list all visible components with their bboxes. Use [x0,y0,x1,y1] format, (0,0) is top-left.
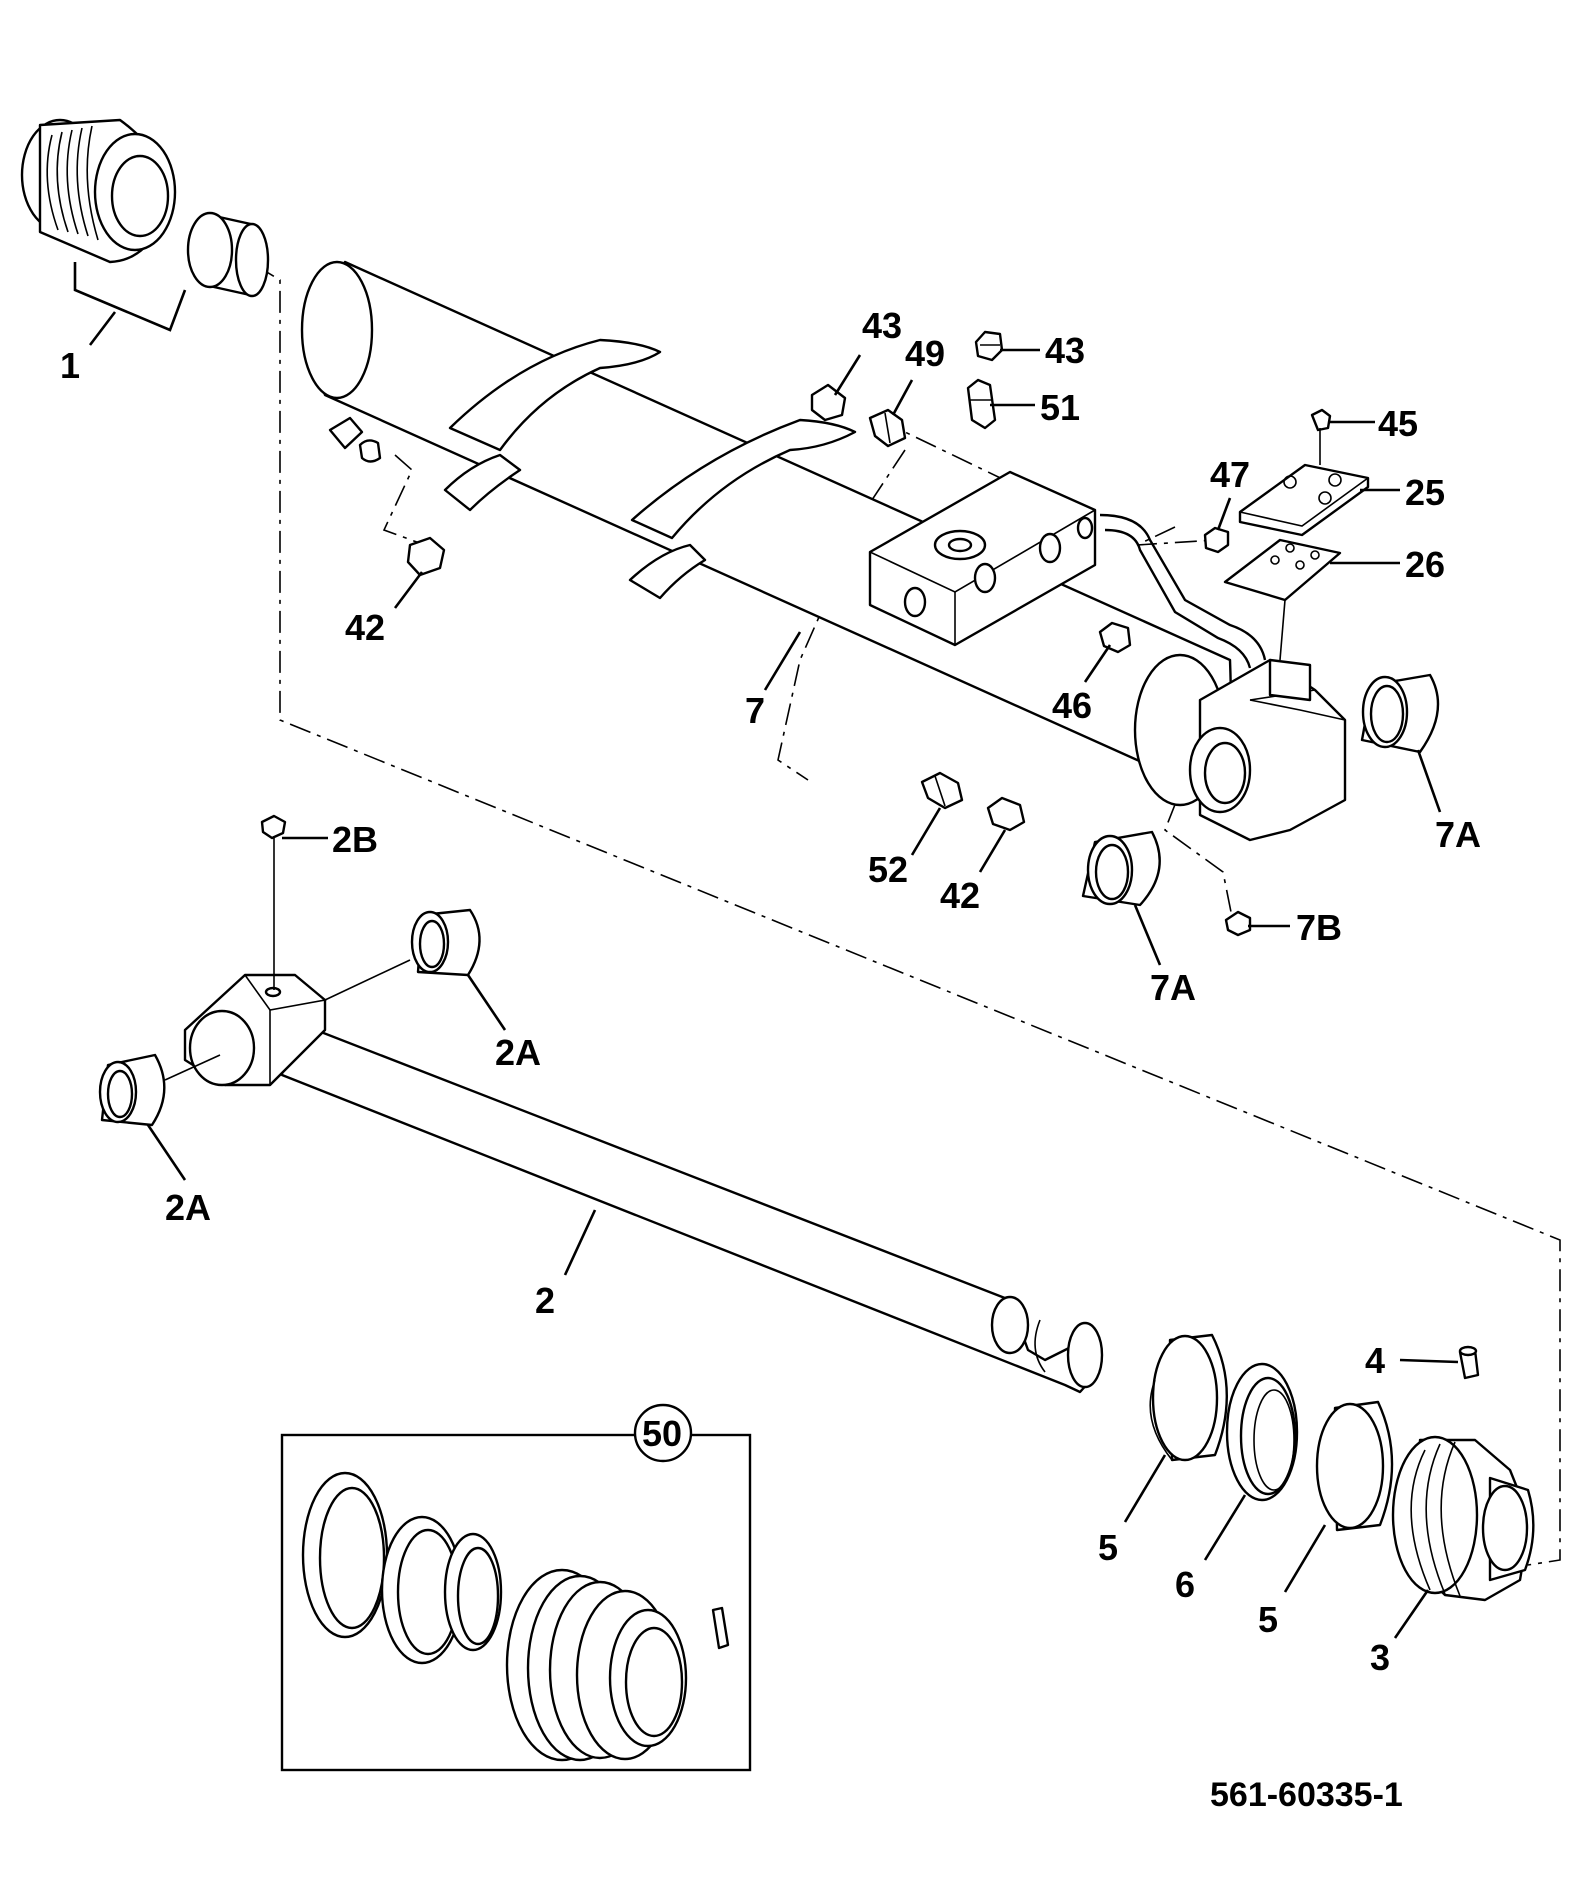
part-5-wear-ring-left [1149,1333,1228,1462]
callout-2-leader [563,1209,597,1276]
callout-2A-lower: 2A [165,1187,211,1228]
part-26-guide-line [1279,599,1286,661]
callout-51: 51 [1040,387,1080,428]
callout-47: 47 [1210,454,1250,495]
callout-6: 6 [1175,1564,1195,1605]
callout-45: 45 [1378,403,1418,444]
part-25-cover-plate [1238,463,1370,537]
part-43-plug-right [974,330,1004,362]
part-7A-bushing-lower [1081,830,1161,907]
part-5-wear-ring-right [1315,1400,1394,1532]
part-6-piston-seal [1225,1362,1299,1502]
callout-4-leader [1399,1358,1459,1364]
callout-52-leader [910,807,942,856]
callout-25: 25 [1405,472,1445,513]
document-number: 561-60335-1 [1210,1776,1403,1814]
callout-46-leader [1083,644,1112,683]
part-45-screw [1310,408,1332,465]
part-52-fitting [920,771,964,810]
callout-46: 46 [1052,685,1092,726]
callout-2A-lower-leader [146,1124,187,1181]
part-2A-upper-guide [324,959,411,1001]
part-51-fitting [966,378,997,430]
callout-49-leader [891,379,914,416]
callout-43-left-leader [833,354,862,396]
part-2B-grease-fitting [260,814,287,990]
kit-50-box: 50 [280,1403,752,1772]
callout-43-left: 43 [862,305,902,346]
part-47-plug [1203,526,1230,554]
callout-3-leader [1393,1589,1430,1639]
part-1-gland-assembly [20,118,270,298]
part-2-piston-rod [183,973,1104,1394]
callout-49: 49 [905,333,945,374]
callout-2B: 2B [332,819,378,860]
callout-52: 52 [868,849,908,890]
part-7B-plug [1224,910,1252,937]
part-26-gasket [1223,538,1342,602]
callout-2A-upper: 2A [495,1032,541,1073]
kit-50-label: 50 [642,1413,682,1454]
callout-47-leader [1216,497,1232,531]
callout-42-left: 42 [345,607,385,648]
callout-4: 4 [1365,1340,1385,1381]
callout-43-right: 43 [1045,330,1085,371]
part-3-piston [1391,1435,1535,1602]
callout-7A-lower-leader [1133,904,1162,966]
part-2A-bushing-upper [410,908,481,977]
callout-7-leader [763,631,802,691]
callout-7B: 7B [1296,907,1342,948]
callout-5-right: 5 [1258,1599,1278,1640]
part-43-plug-left [810,383,847,422]
part-46-plug [1098,621,1132,654]
callout-3: 3 [1370,1637,1390,1678]
part-42-plug-left [328,416,446,577]
callout-42-lower: 42 [940,875,980,916]
part-4-pin [1458,1345,1480,1380]
callout-7A-right: 7A [1435,814,1481,855]
callout-7A-right-leader [1416,749,1442,813]
callout-2A-upper-leader [466,974,507,1031]
callout-5-left-leader [1123,1454,1167,1523]
callout-1-bracket [73,262,187,332]
callout-42-left-leader [393,571,424,609]
part-2A-lower-guide [164,1054,221,1081]
part-2A-bushing-lower [98,1053,166,1127]
part-49-fitting [868,408,907,448]
callout-26: 26 [1405,544,1445,585]
callout-5-left: 5 [1098,1527,1118,1568]
callout-5-right-leader [1283,1524,1327,1593]
callout-42-lower-leader [978,829,1007,873]
callout-2: 2 [535,1280,555,1321]
callout-1: 1 [60,345,80,386]
callout-7A-lower: 7A [1150,967,1196,1008]
part-7-barrel [300,260,1347,842]
callout-1-leader [88,311,117,346]
part-7A-bushing-right [1360,673,1440,754]
callout-7: 7 [745,690,765,731]
callout-6-leader [1203,1494,1247,1561]
part-42-plug-lower [986,796,1026,832]
